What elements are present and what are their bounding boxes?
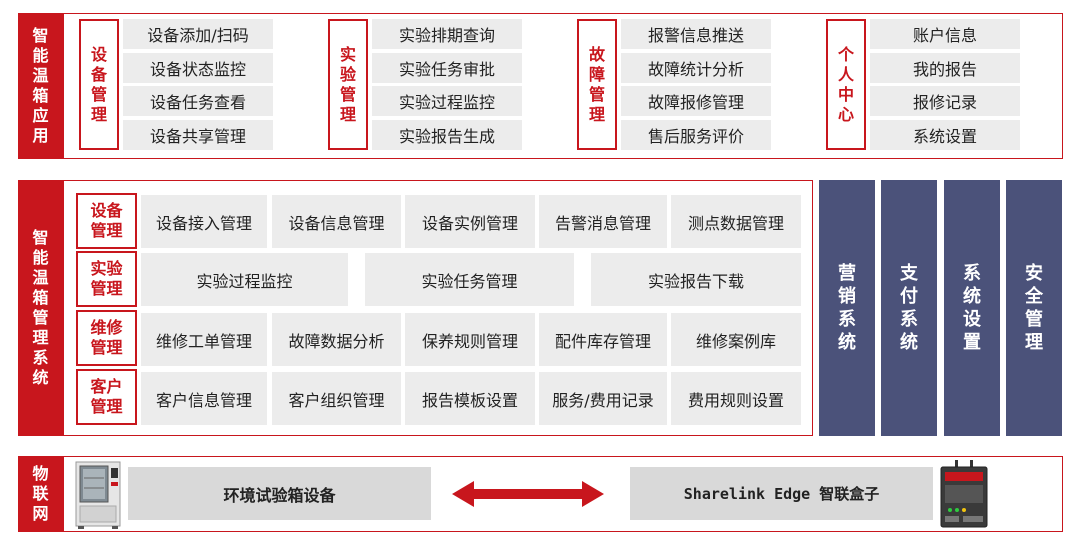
app-item[interactable]: 售后服务评价 [621, 120, 771, 150]
mgmt-item[interactable]: 测点数据管理 [671, 195, 801, 248]
mgmt-item[interactable]: 客户信息管理 [141, 372, 267, 425]
mgmt-row-title: 维修管理 [76, 310, 137, 366]
edge-gateway-icon [940, 460, 988, 528]
app-item[interactable]: 报警信息推送 [621, 19, 771, 49]
app-item[interactable]: 设备任务查看 [123, 86, 273, 116]
iot-device-edge-box[interactable]: Sharelink Edge 智联盒子 [630, 467, 933, 520]
app-item[interactable]: 故障报修管理 [621, 86, 771, 116]
climate-chamber-icon [75, 461, 121, 529]
mgmt-row-title: 实验管理 [76, 251, 137, 307]
app-item[interactable]: 报修记录 [870, 86, 1020, 116]
mgmt-item[interactable]: 维修工单管理 [141, 313, 267, 366]
section-label-mgmt: 智能温箱管理系统 [18, 180, 63, 436]
app-item[interactable]: 实验任务审批 [372, 53, 522, 83]
mgmt-item[interactable]: 配件库存管理 [539, 313, 667, 366]
mgmt-item[interactable]: 实验报告下载 [591, 253, 801, 306]
system-column-settings[interactable]: 系统设置 [944, 180, 1000, 436]
mgmt-item[interactable]: 报告模板设置 [405, 372, 535, 425]
app-group-title: 实验管理 [328, 19, 368, 150]
mgmt-item[interactable]: 服务/费用记录 [539, 372, 667, 425]
app-group-title: 故障管理 [577, 19, 617, 150]
app-item[interactable]: 实验报告生成 [372, 120, 522, 150]
app-item[interactable]: 设备状态监控 [123, 53, 273, 83]
app-item[interactable]: 系统设置 [870, 120, 1020, 150]
mgmt-item[interactable]: 设备信息管理 [272, 195, 401, 248]
iot-device-chamber[interactable]: 环境试验箱设备 [128, 467, 431, 520]
app-item[interactable]: 故障统计分析 [621, 53, 771, 83]
mgmt-item[interactable]: 设备接入管理 [141, 195, 267, 248]
section-label-app: 智能温箱应用 [18, 13, 63, 159]
mgmt-item[interactable]: 实验过程监控 [141, 253, 348, 306]
mgmt-item[interactable]: 保养规则管理 [405, 313, 535, 366]
double-arrow-icon [452, 481, 604, 507]
section-label-iot: 物联网 [18, 456, 63, 532]
system-column-security[interactable]: 安全管理 [1006, 180, 1062, 436]
app-item[interactable]: 设备共享管理 [123, 120, 273, 150]
mgmt-item[interactable]: 客户组织管理 [272, 372, 401, 425]
mgmt-item[interactable]: 维修案例库 [671, 313, 801, 366]
mgmt-row-title: 客户管理 [76, 369, 137, 425]
system-column-marketing[interactable]: 营销系统 [819, 180, 875, 436]
mgmt-item[interactable]: 实验任务管理 [365, 253, 574, 306]
app-item[interactable]: 我的报告 [870, 53, 1020, 83]
mgmt-item[interactable]: 费用规则设置 [671, 372, 801, 425]
mgmt-row-title: 设备管理 [76, 193, 137, 249]
mgmt-item[interactable]: 设备实例管理 [405, 195, 535, 248]
app-item[interactable]: 实验过程监控 [372, 86, 522, 116]
app-group-title: 个人中心 [826, 19, 866, 150]
mgmt-item[interactable]: 告警消息管理 [539, 195, 667, 248]
mgmt-item[interactable]: 故障数据分析 [272, 313, 401, 366]
app-group-title: 设备管理 [79, 19, 119, 150]
app-item[interactable]: 账户信息 [870, 19, 1020, 49]
system-column-payment[interactable]: 支付系统 [881, 180, 937, 436]
app-item[interactable]: 实验排期查询 [372, 19, 522, 49]
app-item[interactable]: 设备添加/扫码 [123, 19, 273, 49]
